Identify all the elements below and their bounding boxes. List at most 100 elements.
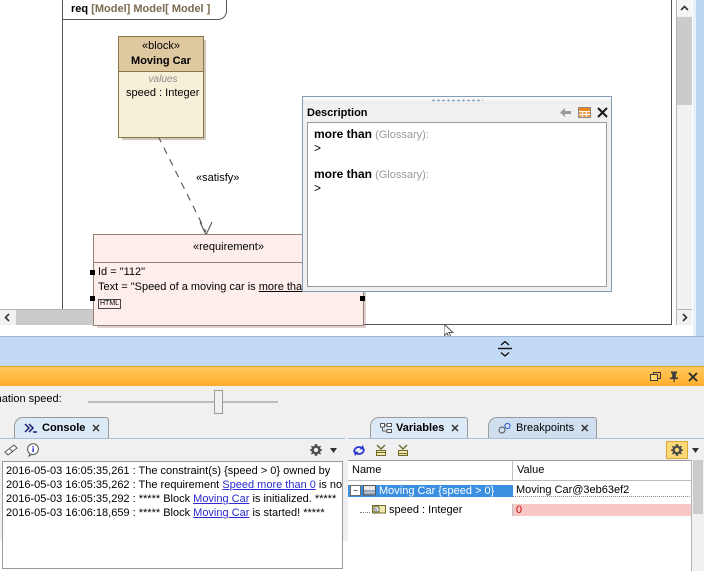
- value-property-speed[interactable]: speed : Integer: [126, 87, 200, 99]
- gear-icon[interactable]: [307, 441, 325, 458]
- selection-handle-left[interactable]: [90, 270, 95, 275]
- variables-tabstrip: Variables ✕ Breakpoints ✕: [348, 416, 704, 438]
- log-link[interactable]: Moving Car: [193, 493, 250, 505]
- frame-label-rest: [Model] Model[ Model ]: [91, 3, 211, 15]
- selection-handle-bottom-left[interactable]: [90, 296, 95, 301]
- glossary-entry: more than (Glossary): >: [314, 167, 600, 195]
- variables-tree-icon: [380, 422, 392, 434]
- diagram-editor[interactable]: req [Model] Model[ Model ] «block» Movin…: [0, 0, 704, 336]
- glossary-kind: (Glossary):: [375, 129, 429, 141]
- pin-icon[interactable]: [666, 369, 682, 384]
- refresh-icon[interactable]: [348, 440, 370, 460]
- mouse-cursor-icon: [444, 324, 455, 336]
- console-line: 2016-05-03 16:05:35,292 : ***** Block Mo…: [6, 492, 342, 506]
- console-tabstrip: Console ✕: [0, 416, 345, 438]
- requirement-body: Id = "112" Text = "Speed of a moving car…: [94, 263, 363, 310]
- console-toolbar: [0, 438, 345, 461]
- description-window[interactable]: Description more than (Glossary): >: [302, 96, 612, 292]
- eraser-icon[interactable]: [0, 440, 22, 460]
- diagram-vertical-scrollbar[interactable]: [676, 0, 692, 325]
- variables-table[interactable]: Name Value − Moving Car {speed: [348, 460, 704, 571]
- log-text-after: is started! *****: [249, 507, 325, 519]
- animation-speed-label: nimation speed:: [0, 393, 62, 405]
- tree-collapse-toggle[interactable]: −: [350, 485, 361, 496]
- scroll-right-icon[interactable]: [676, 309, 692, 325]
- table-row[interactable]: v speed : Integer 0: [348, 500, 704, 519]
- block-name: Moving Car: [131, 55, 191, 67]
- log-link[interactable]: Speed more than 0: [222, 479, 316, 491]
- variable-name-cell[interactable]: v speed : Integer: [348, 503, 513, 516]
- variable-name-cell[interactable]: − Moving Car {speed > 0}: [348, 484, 513, 497]
- column-header-name[interactable]: Name: [348, 461, 513, 480]
- variable-name-label: speed : Integer: [389, 503, 463, 516]
- right-dock-edge: [693, 0, 704, 336]
- variable-name-label: Moving Car {speed > 0}: [379, 484, 495, 497]
- variables-toolbar: [348, 438, 704, 461]
- log-timestamp: 2016-05-03 16:05:35,261 :: [6, 465, 139, 477]
- variables-vertical-scrollbar[interactable]: [691, 460, 704, 571]
- log-timestamp: 2016-05-03 16:05:35,292 :: [6, 493, 139, 505]
- back-icon[interactable]: [557, 105, 575, 120]
- requirement-stereotype: «requirement»: [94, 235, 363, 263]
- frame-label-prefix: req: [71, 3, 89, 15]
- animation-speed-row: nimation speed:: [0, 388, 704, 414]
- dock-titlebar[interactable]: [0, 366, 704, 387]
- scroll-up-icon[interactable]: [677, 0, 692, 16]
- description-title: Description: [307, 106, 368, 119]
- splitter-line: [0, 336, 704, 337]
- collapse-all-icon[interactable]: [392, 440, 414, 460]
- description-content: more than (Glossary): > more than (Gloss…: [307, 122, 607, 287]
- requirement-text-prefix: Text = "Speed of a moving car is: [98, 281, 259, 293]
- variables-scroll-thumb[interactable]: [693, 460, 703, 514]
- tab-variables[interactable]: Variables ✕: [370, 417, 468, 438]
- console-output[interactable]: 2016-05-03 16:05:35,261 : The constraint…: [2, 461, 343, 569]
- dropdown-arrow-icon[interactable]: [692, 446, 699, 455]
- requirement-text: Text = "Speed of a moving car is more th…: [98, 280, 363, 295]
- diagram-frame-label: req [Model] Model[ Model ]: [62, 0, 228, 20]
- dropdown-arrow-icon[interactable]: [330, 446, 337, 455]
- satisfy-dependency-arrow[interactable]: [150, 136, 260, 248]
- console-line: 2016-05-03 16:05:35,261 : The constraint…: [6, 464, 342, 478]
- close-icon[interactable]: [593, 105, 611, 120]
- glossary-kind: (Glossary):: [375, 169, 429, 181]
- glossary-term-link[interactable]: more than: [258, 281, 309, 293]
- expand-all-icon[interactable]: [370, 440, 392, 460]
- description-drag-grip[interactable]: [303, 97, 611, 104]
- breakpoint-icon: [498, 422, 512, 434]
- close-icon[interactable]: [685, 369, 701, 384]
- table-icon[interactable]: [575, 105, 593, 120]
- console-prompt-icon: [24, 423, 38, 433]
- close-icon[interactable]: ✕: [580, 422, 590, 435]
- satisfy-label: «satisfy»: [196, 172, 240, 184]
- html-badge: HTML: [98, 299, 122, 309]
- column-header-value[interactable]: Value: [517, 464, 545, 476]
- description-titlebar: Description: [303, 104, 611, 121]
- log-text-before: ***** Block: [138, 507, 194, 519]
- animation-speed-slider[interactable]: [88, 401, 278, 403]
- splitter-resize-handle-icon[interactable]: [495, 341, 515, 357]
- block-shape-moving-car[interactable]: «block» Moving Car values speed : Intege…: [118, 36, 204, 138]
- tab-console-label: Console: [42, 422, 86, 434]
- restore-icon[interactable]: [647, 369, 663, 384]
- svg-text:v: v: [375, 507, 378, 513]
- gear-icon[interactable]: [666, 441, 688, 459]
- variable-value-cell[interactable]: 0: [513, 503, 704, 516]
- vertical-scroll-thumb[interactable]: [677, 17, 692, 105]
- log-text-before: The requirement: [138, 479, 223, 491]
- close-icon[interactable]: ✕: [91, 422, 101, 435]
- glossary-definition: >: [314, 141, 322, 155]
- scroll-left-icon[interactable]: [0, 310, 15, 325]
- variables-panel: Variables ✕ Breakpoints ✕: [348, 416, 704, 571]
- horizontal-splitter[interactable]: [0, 336, 704, 366]
- tab-console[interactable]: Console ✕: [14, 417, 109, 438]
- variable-value-cell[interactable]: Moving Car@3eb63ef2: [513, 484, 704, 497]
- requirement-id: Id = "112": [98, 266, 146, 278]
- close-icon[interactable]: ✕: [450, 422, 460, 435]
- selection-handle-bottom-right[interactable]: [360, 296, 365, 301]
- bottom-dock-panel[interactable]: nimation speed: Console ✕: [0, 366, 704, 571]
- animation-speed-slider-thumb[interactable]: [214, 390, 223, 414]
- tab-breakpoints[interactable]: Breakpoints ✕: [488, 417, 598, 438]
- log-link[interactable]: Moving Car: [193, 507, 250, 519]
- table-row[interactable]: − Moving Car {speed > 0} Moving Car@3eb6…: [348, 481, 704, 500]
- info-icon[interactable]: [22, 440, 44, 460]
